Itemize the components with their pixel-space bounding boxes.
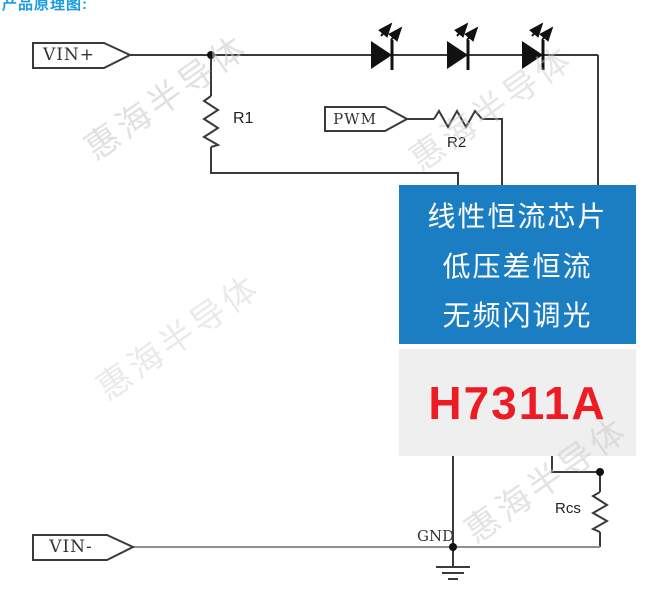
chip-part-number: H7311A bbox=[428, 376, 607, 429]
junction-dot-vin bbox=[207, 51, 215, 59]
chip-feature-line: 低压差恒流 bbox=[442, 250, 593, 282]
gnd-label: GND bbox=[417, 527, 455, 545]
vin-plus-connector bbox=[32, 42, 133, 69]
junction-dot-gnd bbox=[449, 543, 457, 551]
led-3-light-arrow bbox=[539, 26, 554, 42]
rcs-label: Rcs bbox=[555, 500, 581, 517]
chip-feature-line: 线性恒流芯片 bbox=[427, 200, 608, 232]
vin-minus-connector bbox=[32, 534, 136, 561]
led-1-light-arrow bbox=[388, 26, 403, 42]
led-1 bbox=[371, 22, 403, 70]
chip-feature-box: 线性恒流芯片 低压差恒流 无频闪调光 bbox=[399, 185, 636, 344]
led-3-triangle bbox=[522, 41, 543, 69]
junction-dot-cs bbox=[596, 468, 604, 476]
vin-minus-label: VIN- bbox=[49, 537, 93, 557]
ground-symbol bbox=[436, 547, 470, 580]
led-2-light-arrow bbox=[464, 26, 479, 42]
led-3-light-arrow bbox=[529, 22, 544, 38]
pwm-label: PWM bbox=[333, 110, 377, 128]
chip-part-box: H7311A bbox=[399, 349, 636, 456]
resistor-r1 bbox=[202, 95, 221, 148]
led-2-light-arrow bbox=[454, 22, 469, 38]
pwm-connector bbox=[324, 106, 410, 132]
wire-chip-cs bbox=[551, 456, 600, 473]
led-1-light-arrow bbox=[378, 22, 393, 38]
led-1-triangle bbox=[371, 41, 392, 69]
led-2 bbox=[447, 22, 479, 70]
resistor-rcs bbox=[590, 491, 610, 533]
wire-r2-to-chip bbox=[482, 118, 503, 186]
chip-feature-line: 无频闪调光 bbox=[442, 300, 593, 332]
led-3 bbox=[522, 22, 554, 70]
vin-plus-label: VIN+ bbox=[42, 45, 96, 65]
led-2-triangle bbox=[447, 41, 468, 69]
page-title: 产品原理图: bbox=[2, 0, 88, 13]
wire-r1-bottom-to-chip bbox=[210, 147, 459, 186]
r2-label: R2 bbox=[447, 134, 467, 151]
r1-label: R1 bbox=[233, 110, 254, 127]
resistor-r2 bbox=[433, 108, 483, 130]
